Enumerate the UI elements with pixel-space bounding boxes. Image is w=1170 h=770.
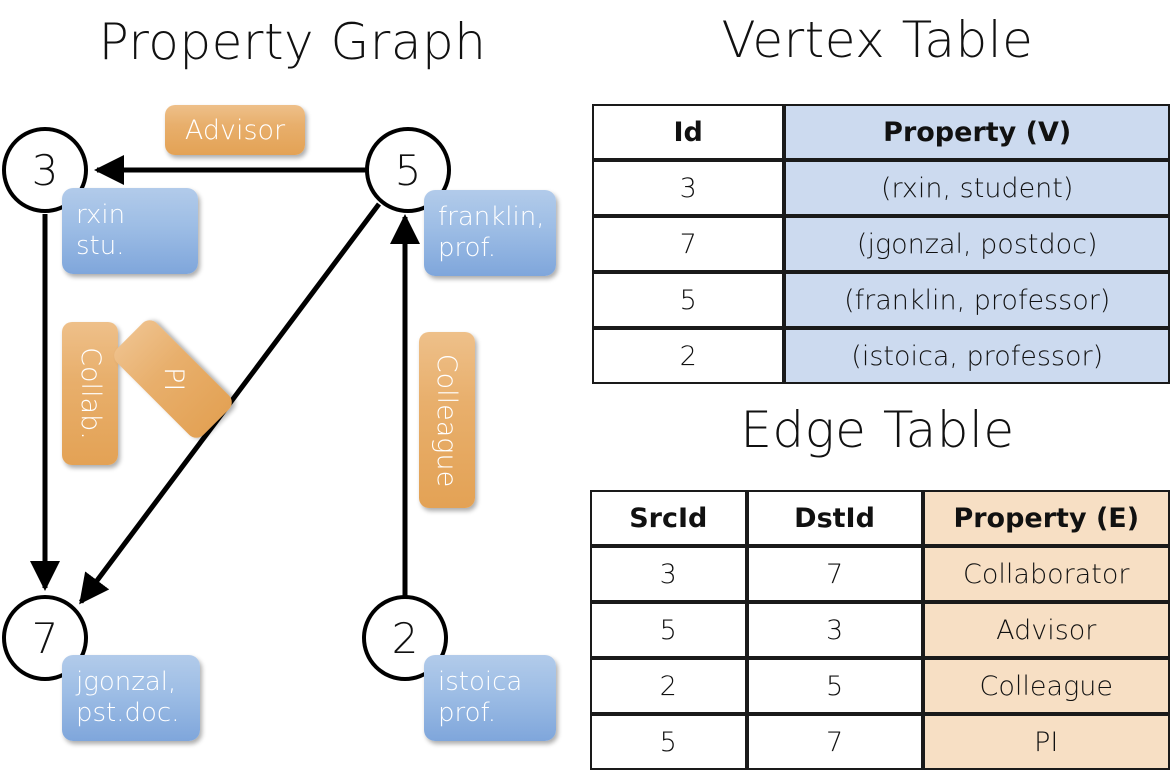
vertex-property-3-line2: stu. bbox=[76, 231, 125, 261]
edge-table-cell-srcid: 5 bbox=[590, 602, 747, 658]
page-title-vertex-table: Vertex Table bbox=[721, 11, 1034, 69]
table-row[interactable]: 3 (rxin, student) bbox=[592, 160, 1170, 216]
vertex-table-cell-id: 7 bbox=[592, 216, 785, 272]
edge-table-header-row: SrcId DstId Property (E) bbox=[590, 490, 1170, 546]
edge-label-collab-text: Collab. bbox=[74, 347, 106, 440]
edge-label-colleague[interactable]: Colleague bbox=[419, 332, 475, 508]
vertex-property-box-2[interactable]: istoica prof. bbox=[424, 655, 556, 741]
vertex-property-2-line1: istoica bbox=[438, 667, 523, 697]
vertex-property-3-line1: rxin bbox=[76, 200, 126, 230]
vertex-node-2-id: 2 bbox=[391, 613, 419, 663]
edge-label-advisor[interactable]: Advisor bbox=[165, 105, 305, 155]
vertex-node-3-id: 3 bbox=[31, 145, 59, 195]
vertex-table-header-property: Property (V) bbox=[784, 104, 1170, 160]
edge-table-header-property: Property (E) bbox=[922, 490, 1170, 546]
edge-table-cell-property: Advisor bbox=[922, 602, 1170, 658]
table-row[interactable]: 2 5 Colleague bbox=[590, 658, 1170, 714]
edge-table-cell-property: Collaborator bbox=[922, 546, 1170, 602]
vertex-property-7-line1: jgonzal, bbox=[76, 667, 177, 697]
vertex-property-2-line2: prof. bbox=[438, 698, 497, 728]
table-row[interactable]: 3 7 Collaborator bbox=[590, 546, 1170, 602]
vertex-node-5[interactable]: 5 bbox=[365, 127, 451, 213]
vertex-table-cell-id: 5 bbox=[592, 272, 785, 328]
edge-table-cell-dstid: 7 bbox=[746, 546, 923, 602]
edge-table-cell-property: Colleague bbox=[922, 658, 1170, 714]
vertex-property-5-line2: prof. bbox=[438, 233, 497, 263]
vertex-table-header-row: Id Property (V) bbox=[592, 104, 1170, 160]
table-row[interactable]: 5 3 Advisor bbox=[590, 602, 1170, 658]
page-title-property-graph: Property Graph bbox=[98, 13, 487, 71]
vertex-table: Id Property (V) 3 (rxin, student) 7 (jgo… bbox=[592, 104, 1170, 384]
edge-table: SrcId DstId Property (E) 3 7 Collaborato… bbox=[590, 490, 1170, 770]
table-row[interactable]: 5 7 PI bbox=[590, 714, 1170, 770]
edge-table-header-srcid: SrcId bbox=[590, 490, 747, 546]
vertex-property-box-5[interactable]: franklin, prof. bbox=[424, 190, 556, 276]
table-row[interactable]: 5 (franklin, professor) bbox=[592, 272, 1170, 328]
vertex-node-7-id: 7 bbox=[31, 613, 59, 663]
edge-label-collab[interactable]: Collab. bbox=[62, 322, 118, 465]
vertex-table-cell-id: 2 bbox=[592, 328, 785, 384]
edge-label-colleague-text: Colleague bbox=[431, 353, 463, 487]
vertex-table-cell-property: (istoica, professor) bbox=[784, 328, 1170, 384]
table-row[interactable]: 2 (istoica, professor) bbox=[592, 328, 1170, 384]
edge-table-header-dstid: DstId bbox=[746, 490, 923, 546]
vertex-table-cell-property: (franklin, professor) bbox=[784, 272, 1170, 328]
edge-table-cell-srcid: 3 bbox=[590, 546, 747, 602]
edge-label-advisor-text: Advisor bbox=[184, 114, 286, 146]
edge-table-cell-dstid: 3 bbox=[746, 602, 923, 658]
vertex-table-cell-property: (jgonzal, postdoc) bbox=[784, 216, 1170, 272]
edge-table-cell-property: PI bbox=[922, 714, 1170, 770]
edge-table-cell-srcid: 2 bbox=[590, 658, 747, 714]
vertex-property-box-7[interactable]: jgonzal, pst.doc. bbox=[62, 655, 200, 741]
edge-label-pi-text: PI bbox=[157, 366, 189, 392]
vertex-node-2[interactable]: 2 bbox=[362, 595, 448, 681]
vertex-node-5-id: 5 bbox=[394, 145, 422, 195]
vertex-property-5-line1: franklin, bbox=[438, 202, 545, 232]
page-title-edge-table: Edge Table bbox=[740, 401, 1015, 459]
vertex-property-7-line2: pst.doc. bbox=[76, 698, 180, 728]
edge-table-cell-srcid: 5 bbox=[590, 714, 747, 770]
table-row[interactable]: 7 (jgonzal, postdoc) bbox=[592, 216, 1170, 272]
vertex-table-cell-property: (rxin, student) bbox=[784, 160, 1170, 216]
vertex-table-header-id: Id bbox=[592, 104, 785, 160]
vertex-property-box-3[interactable]: rxin stu. bbox=[62, 188, 198, 274]
edge-table-cell-dstid: 5 bbox=[746, 658, 923, 714]
vertex-table-cell-id: 3 bbox=[592, 160, 785, 216]
edge-table-cell-dstid: 7 bbox=[746, 714, 923, 770]
